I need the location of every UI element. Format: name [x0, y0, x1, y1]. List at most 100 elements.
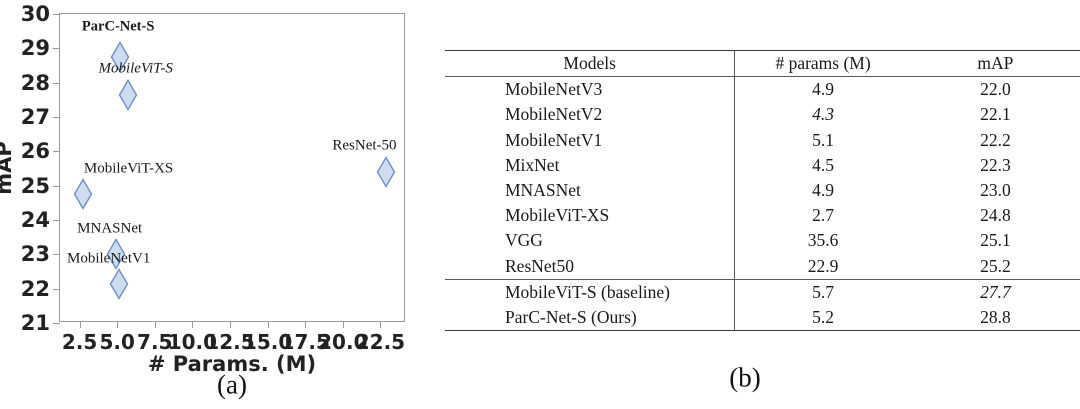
caption-a: (a): [217, 369, 247, 400]
cell-model: MobileViT-XS: [505, 205, 610, 226]
x-axis-tick: [192, 321, 194, 328]
x-axis-tick: [117, 321, 119, 328]
x-axis-tick-label: 7.5: [137, 330, 173, 354]
column-header-models: Models: [445, 49, 735, 77]
cell-params: 5.1: [734, 127, 911, 153]
x-axis-tick-label: 12.5: [205, 330, 255, 354]
y-axis-tick-label: 23: [20, 242, 50, 267]
y-axis-tick-label: 29: [20, 36, 50, 61]
cell-model: ResNet50: [505, 255, 575, 276]
cell-model: VGG: [505, 230, 543, 251]
y-axis-title: mAP: [0, 141, 16, 195]
y-axis-tick: [53, 82, 60, 84]
x-axis-tick: [79, 321, 81, 328]
x-axis-tick-label: 5.0: [99, 330, 135, 354]
x-axis-tick-label: 10.0: [167, 330, 218, 354]
table-row: MobileNetV2 4.3 22.1: [445, 102, 1080, 128]
x-axis-title: # Params. (M): [147, 352, 317, 376]
y-axis-tick: [53, 254, 60, 256]
x-axis-tick-label: 22.5: [355, 330, 406, 354]
cell-params: 5.2: [734, 304, 911, 332]
cell-map: 27.7: [910, 278, 1080, 305]
cell-map: 25.1: [980, 230, 1011, 251]
x-axis-tick: [229, 321, 231, 328]
data-point-label: MNASNet: [77, 220, 143, 237]
y-axis-tick-label: 27: [20, 105, 50, 129]
cell-model: MixNet: [505, 154, 560, 175]
cell-map: 22.3: [980, 154, 1011, 175]
x-axis-tick: [342, 321, 344, 328]
x-axis-tick: [267, 321, 269, 328]
y-axis-tick: [53, 185, 60, 187]
data-point-marker: [110, 41, 130, 73]
table-row: MobileNetV1 5.1 22.2: [445, 127, 1080, 153]
x-axis-tick-label: 17.5: [280, 330, 330, 354]
cell-model: MobileNetV1: [505, 129, 603, 150]
cell-model: MobileNetV2: [505, 104, 603, 125]
cell-params: 4.9: [734, 76, 911, 103]
cell-model: MobileNetV3: [445, 76, 735, 103]
cell-map: 22.2: [980, 129, 1011, 150]
data-point-marker: [118, 78, 138, 111]
x-axis-tick-label: 20.0: [318, 330, 368, 354]
x-axis-tick: [305, 321, 307, 328]
y-axis-tick-label: 21: [20, 311, 50, 335]
data-point-marker: [73, 178, 93, 211]
cell-params: 5.7: [734, 278, 911, 305]
y-axis-tick: [53, 48, 60, 50]
y-axis-tick-label: 30: [20, 2, 50, 26]
caption-b: (b): [729, 362, 761, 393]
x-axis-tick-label: 2.5: [61, 330, 98, 354]
x-axis-tick: [380, 321, 382, 328]
y-axis-tick: [53, 220, 60, 221]
y-axis-tick: [53, 323, 60, 324]
table-row: MobileViT-XS 2.7 24.8: [445, 203, 1080, 229]
x-axis-tick-label: 15.0: [242, 330, 293, 354]
y-axis-tick: [53, 151, 60, 153]
y-axis-tick-label: 28: [20, 70, 50, 95]
data-point-label: ParC-Net-S: [81, 18, 155, 35]
cell-params: 2.7: [734, 203, 911, 229]
cell-model: MNASNet: [505, 179, 581, 200]
cell-map: 22.1: [980, 104, 1011, 125]
column-header-map: mAP: [910, 49, 1080, 77]
data-point-marker: [106, 238, 126, 271]
cell-params: 35.6: [734, 228, 911, 254]
x-axis-tick: [154, 321, 156, 328]
table-row: MNASNet 4.9 23.0: [445, 177, 1080, 204]
data-point-label: MobileViT-S: [98, 60, 173, 77]
data-point-marker: [109, 267, 129, 300]
cell-map: 23.0: [980, 179, 1011, 200]
table-row: MixNet 4.5 22.3: [445, 152, 1080, 178]
table-header-row: Models # params (M) mAP: [445, 49, 1080, 77]
cell-map: 25.2: [980, 255, 1011, 276]
data-point-marker: [376, 156, 396, 188]
y-axis-tick-label: 25: [20, 173, 50, 198]
column-header-params: # params (M): [734, 49, 911, 77]
cell-params: 4.9: [734, 177, 911, 204]
y-axis-tick: [53, 288, 60, 290]
y-axis-tick-label: 24: [20, 208, 50, 232]
cell-params: 4.5: [734, 152, 911, 178]
cell-model: ParC-Net-S (Ours): [445, 304, 735, 332]
data-point-label: MobileNetV1: [66, 250, 151, 267]
y-axis-tick: [53, 117, 60, 118]
y-axis-tick: [53, 14, 60, 15]
cell-map: 22.0: [910, 76, 1080, 103]
cell-model: MobileViT-S (baseline): [445, 278, 735, 305]
data-point-label: MobileViT-XS: [83, 160, 174, 177]
table-row: VGG 35.6 25.1: [445, 228, 1080, 254]
cell-map: 24.8: [980, 205, 1011, 226]
table-header: Models # params (M) mAP: [445, 49, 1080, 77]
cell-params: 4.3: [734, 102, 911, 128]
y-axis-tick-label: 26: [20, 139, 50, 164]
y-axis-tick-label: 22: [20, 276, 50, 301]
